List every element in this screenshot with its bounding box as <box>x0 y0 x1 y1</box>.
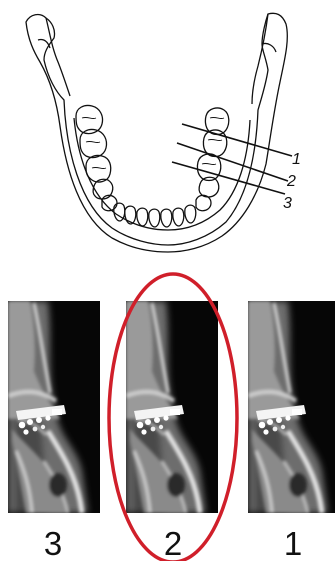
panel-label-1: 1 <box>284 525 302 561</box>
tooth <box>80 129 107 157</box>
section-label-1: 1 <box>292 151 301 168</box>
xray-panel-3 <box>8 301 100 513</box>
tooth <box>114 203 125 221</box>
section-line-3 <box>172 162 285 194</box>
tooth <box>149 209 160 227</box>
tooth <box>93 179 113 199</box>
panel-label-3: 3 <box>44 525 62 561</box>
section-lines <box>172 124 292 194</box>
tooth <box>185 205 196 223</box>
xray-panel-2 <box>126 301 218 513</box>
tooth <box>197 154 220 181</box>
tooth <box>173 208 184 226</box>
mandible-diagram <box>26 13 287 252</box>
tooth <box>86 155 111 182</box>
mandible-outline <box>26 13 287 252</box>
panel-label-2: 2 <box>164 525 182 561</box>
xray-panel-1 <box>248 301 335 513</box>
tooth <box>137 208 148 226</box>
tooth <box>161 209 172 227</box>
section-label-2: 2 <box>286 173 296 190</box>
front-teeth <box>114 203 196 227</box>
inner-arch <box>74 118 250 230</box>
section-label-3: 3 <box>283 195 292 212</box>
right-notch <box>262 43 276 52</box>
section-line-2 <box>177 143 288 181</box>
